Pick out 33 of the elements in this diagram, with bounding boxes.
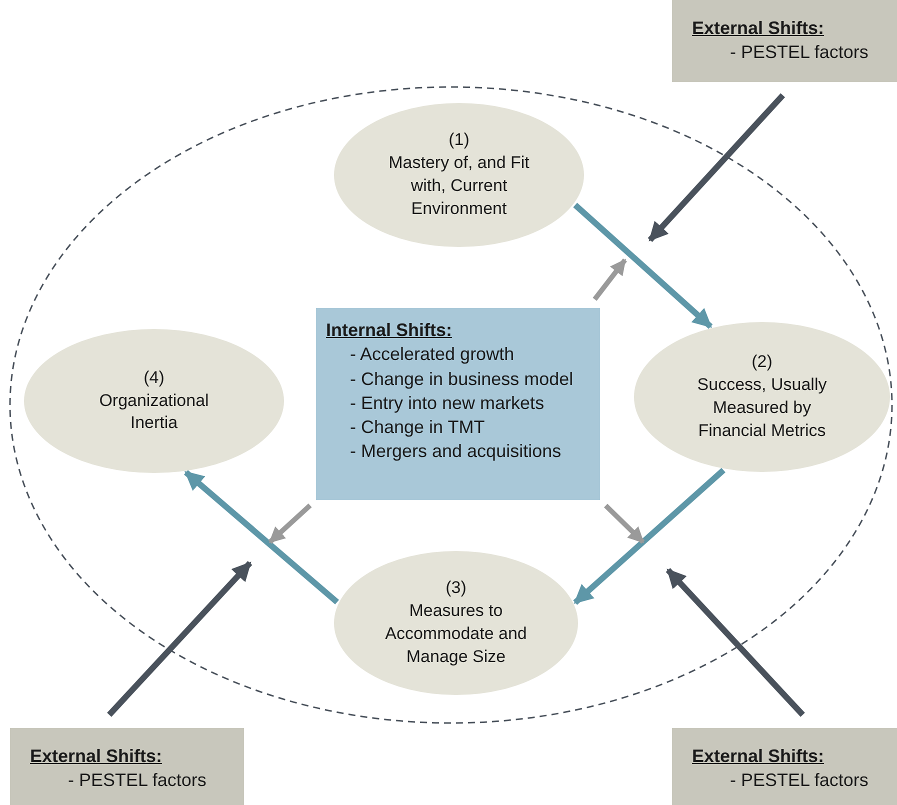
arrow <box>573 468 726 605</box>
stage-label: Mastery of, and Fit with, Current Environment <box>388 152 530 220</box>
external-shifts-box <box>672 0 897 82</box>
list-item: - Change in TMT <box>350 416 485 440</box>
stage-number: (4) <box>144 366 164 389</box>
internal-shifts-box <box>316 308 600 500</box>
list-item: - Entry into new markets <box>350 392 544 415</box>
list-item: - PESTEL factors <box>68 769 206 792</box>
list-item: - PESTEL factors <box>730 41 868 64</box>
arrow <box>604 504 645 544</box>
arrow <box>648 93 786 242</box>
stage-number: (2) <box>752 351 772 374</box>
arrow <box>592 258 627 301</box>
list-item: - Accelerated growth <box>350 343 514 366</box>
heading: External Shifts: <box>30 745 162 768</box>
arrow <box>268 504 312 544</box>
arrow <box>573 202 713 329</box>
list-item: - Change in business model <box>350 368 574 391</box>
arrow <box>107 560 252 717</box>
arrow <box>666 568 805 717</box>
stage-label: Measures to Accommodate and Manage Size <box>384 600 528 668</box>
heading: External Shifts: <box>692 17 824 40</box>
stage-label: Success, Usually Measured by Financial Metrics <box>696 374 828 442</box>
list-item: - Mergers and acquisitions <box>350 440 562 464</box>
heading: External Shifts: <box>692 745 824 768</box>
list-item: - PESTEL factors <box>730 769 868 792</box>
external-shifts-box <box>672 728 897 805</box>
arrow <box>184 470 340 604</box>
stage-number: (3) <box>446 577 466 600</box>
stage-number: (1) <box>448 129 470 152</box>
heading: Internal Shifts: <box>326 319 452 342</box>
external-shifts-box <box>10 728 244 805</box>
stage-label: Organizational Inertia <box>98 390 210 434</box>
